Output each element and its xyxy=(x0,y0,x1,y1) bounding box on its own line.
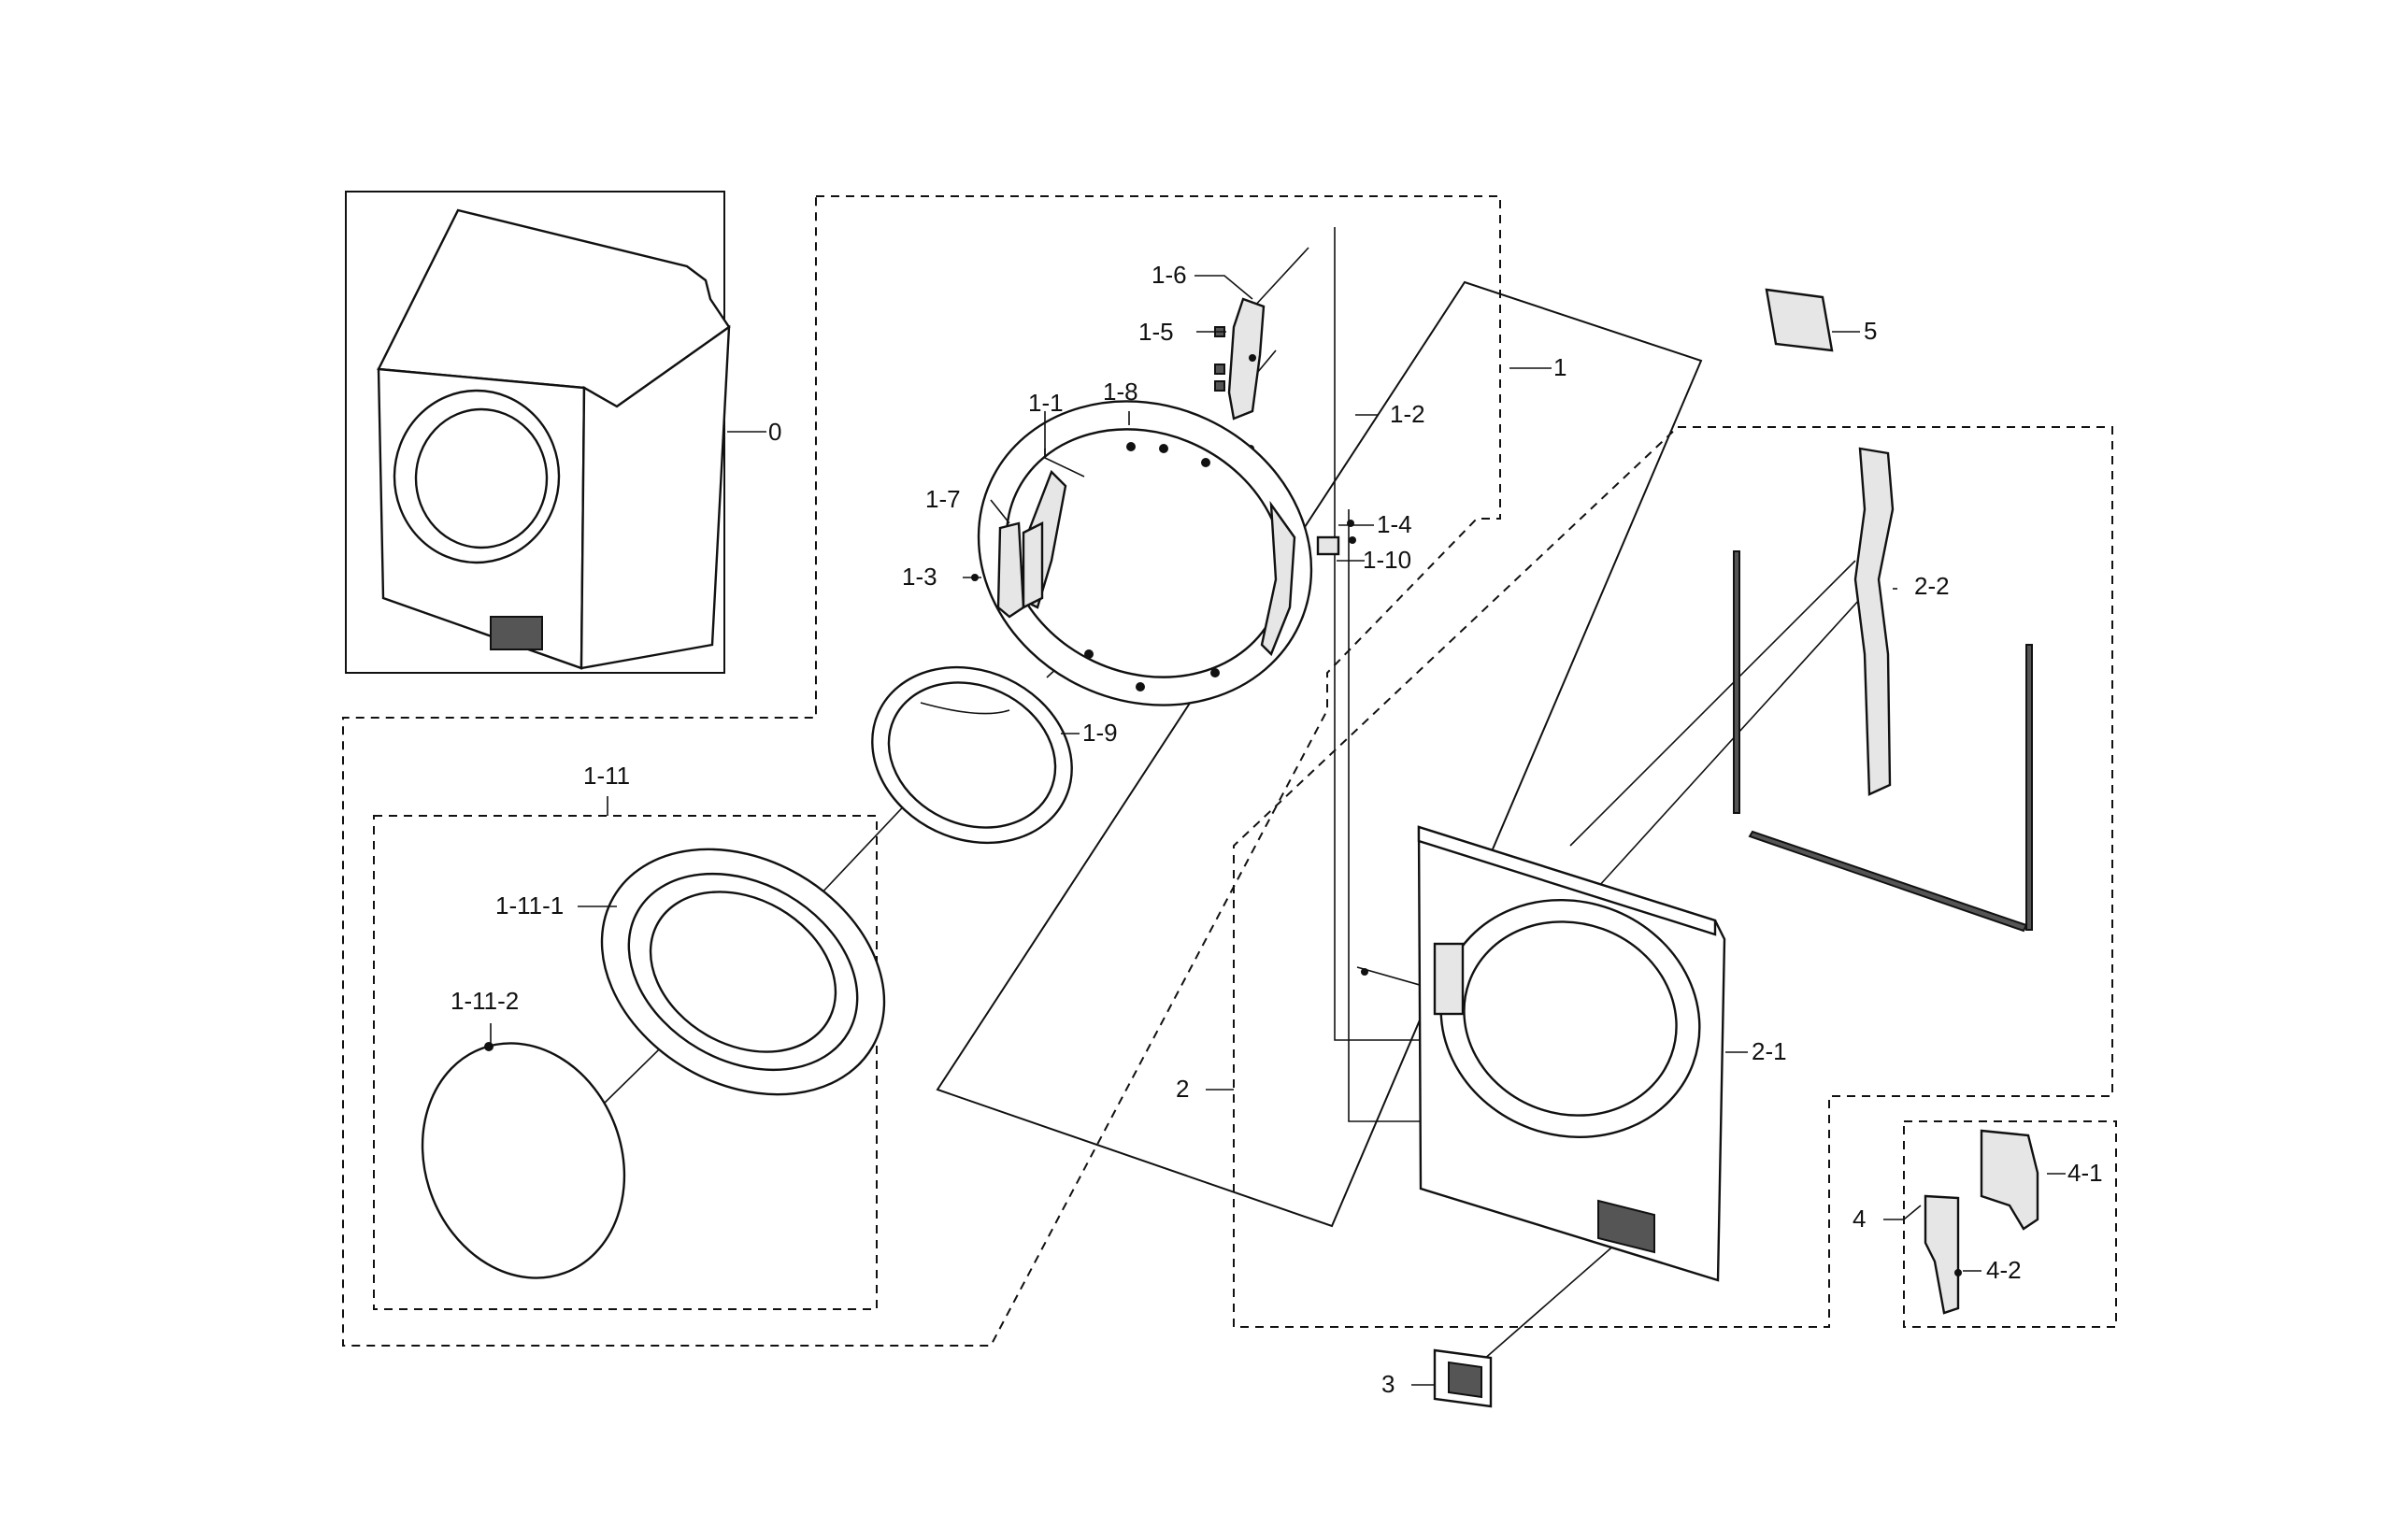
label-5: 5 xyxy=(1864,317,1877,345)
assembly-guide-frame xyxy=(936,280,1703,1228)
label-1: 1 xyxy=(1553,353,1566,381)
leader-lines xyxy=(490,275,2066,1386)
label-1-10: 1-10 xyxy=(1363,546,1411,574)
washer-overview-illustration xyxy=(377,208,731,670)
label-1-11: 1-11 xyxy=(583,762,630,790)
door-cover-ring xyxy=(600,848,886,1096)
label-1-8: 1-8 xyxy=(1103,378,1138,406)
label-2-1: 2-1 xyxy=(1752,1037,1787,1065)
group-1-11-box xyxy=(373,815,878,1310)
label-1-1: 1-1 xyxy=(1028,389,1064,417)
label-1-2: 1-2 xyxy=(1390,400,1425,428)
label-1-3: 1-3 xyxy=(902,563,937,591)
side-bracket xyxy=(1853,447,1895,796)
control-bracket xyxy=(1924,1129,2039,1315)
label-1-7: 1-7 xyxy=(925,485,961,513)
label-1-5: 1-5 xyxy=(1138,318,1174,346)
group-1-dashed-outline xyxy=(342,195,1501,1347)
label-1-9: 1-9 xyxy=(1082,719,1118,747)
detergent-cover xyxy=(1433,1348,1493,1408)
filter-pad xyxy=(1765,288,1834,352)
label-1-11-1: 1-11-1 xyxy=(495,891,564,920)
label-1-11-2: 1-11-2 xyxy=(451,987,519,1015)
group-4-box xyxy=(1903,1120,2117,1328)
label-4: 4 xyxy=(1853,1205,1866,1233)
label-1-4: 1-4 xyxy=(1377,510,1412,538)
inner-door-glass xyxy=(871,665,1073,845)
label-2-2: 2-2 xyxy=(1914,572,1950,600)
label-1-6: 1-6 xyxy=(1152,261,1187,289)
front-panel xyxy=(1361,825,1726,1282)
gasket-strips xyxy=(1733,550,2033,933)
label-2: 2 xyxy=(1176,1075,1189,1103)
label-4-1: 4-1 xyxy=(2067,1159,2103,1187)
label-4-2: 4-2 xyxy=(1986,1256,2022,1284)
group-2-dashed-outline xyxy=(1233,426,2113,1328)
label-0: 0 xyxy=(768,418,781,446)
door-handle xyxy=(971,521,1044,619)
label-3: 3 xyxy=(1381,1370,1395,1398)
door-frame-ring xyxy=(977,400,1356,706)
door-glass-disc xyxy=(421,1042,626,1279)
